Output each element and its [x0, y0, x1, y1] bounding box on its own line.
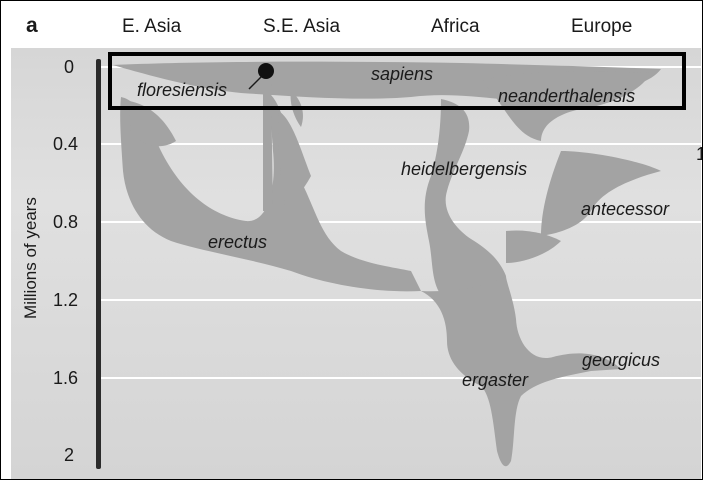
- highlight-box-recent-period: [108, 52, 686, 110]
- se-asia-branch: [278, 111, 311, 206]
- lineage-shapes: [113, 62, 661, 467]
- y-tick-0.4: 0.4: [53, 134, 78, 155]
- heidelbergensis-lineage: [425, 99, 506, 295]
- time-axis-bar: [96, 59, 101, 469]
- antecessor-lineage: [541, 151, 661, 236]
- label-ergaster: ergaster: [462, 370, 528, 391]
- label-erectus: erectus: [208, 232, 267, 253]
- y-axis-title: Millions of years: [21, 197, 41, 319]
- region-east-asia: E. Asia: [122, 16, 181, 38]
- label-heidelbergensis: heidelbergensis: [401, 159, 527, 180]
- y-tick-1.2: 1.2: [53, 290, 78, 311]
- cropped-edge-text: 1: [696, 144, 703, 165]
- y-tick-0: 0: [64, 57, 74, 78]
- label-georgicus: georgicus: [582, 350, 660, 371]
- region-europe: Europe: [571, 16, 632, 38]
- region-southeast-asia: S.E. Asia: [263, 16, 340, 38]
- y-tick-0.8: 0.8: [53, 212, 78, 233]
- label-antecessor: antecessor: [581, 199, 669, 220]
- panel-letter: a: [26, 14, 38, 38]
- africa-europe-link: [506, 230, 561, 263]
- y-tick-1.6: 1.6: [53, 368, 78, 389]
- region-africa: Africa: [431, 16, 480, 38]
- y-tick-2: 2: [64, 445, 74, 466]
